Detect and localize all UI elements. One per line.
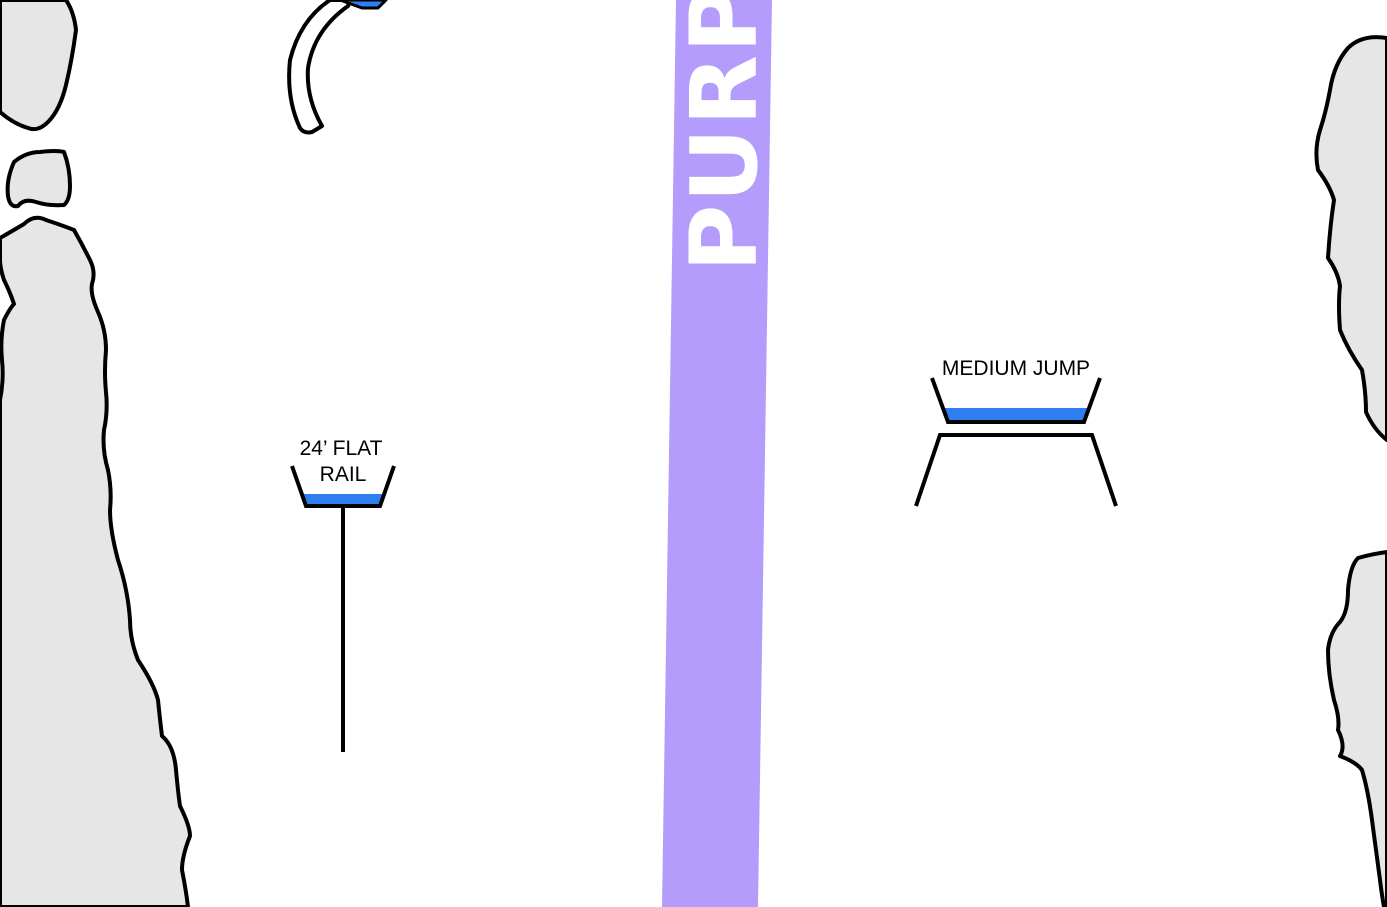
medium-jump-label: MEDIUM JUMP [942,357,1090,380]
flat-rail-label-line2: RAIL [320,463,367,486]
flat-rail-feature: 24’ FLAT RAIL [290,437,396,752]
curved-box-deck [338,0,388,10]
tree-patch-top-left [0,0,78,132]
curved-box-feature [287,0,388,135]
flat-rail-label-line1: 24’ FLAT [300,437,383,460]
medium-jump-takeoff [930,377,1102,424]
tree-patch-main-left [0,215,192,907]
trail-band [662,0,772,907]
left-tree-area [0,0,192,907]
medium-jump-landing [914,433,1118,507]
flat-rail-deck [300,494,386,505]
tree-patch-small-rock [5,149,72,209]
medium-jump-feature: MEDIUM JUMP [914,357,1118,507]
tree-patch-lower-right [1326,550,1387,907]
purple-trail: PURP [662,0,778,907]
medium-jump-takeoff-deck [944,408,1088,420]
trail-name-label: PURP [671,0,778,272]
right-tree-area [1314,35,1387,907]
tree-patch-upper-right [1314,35,1387,442]
curved-box-body [287,0,352,135]
